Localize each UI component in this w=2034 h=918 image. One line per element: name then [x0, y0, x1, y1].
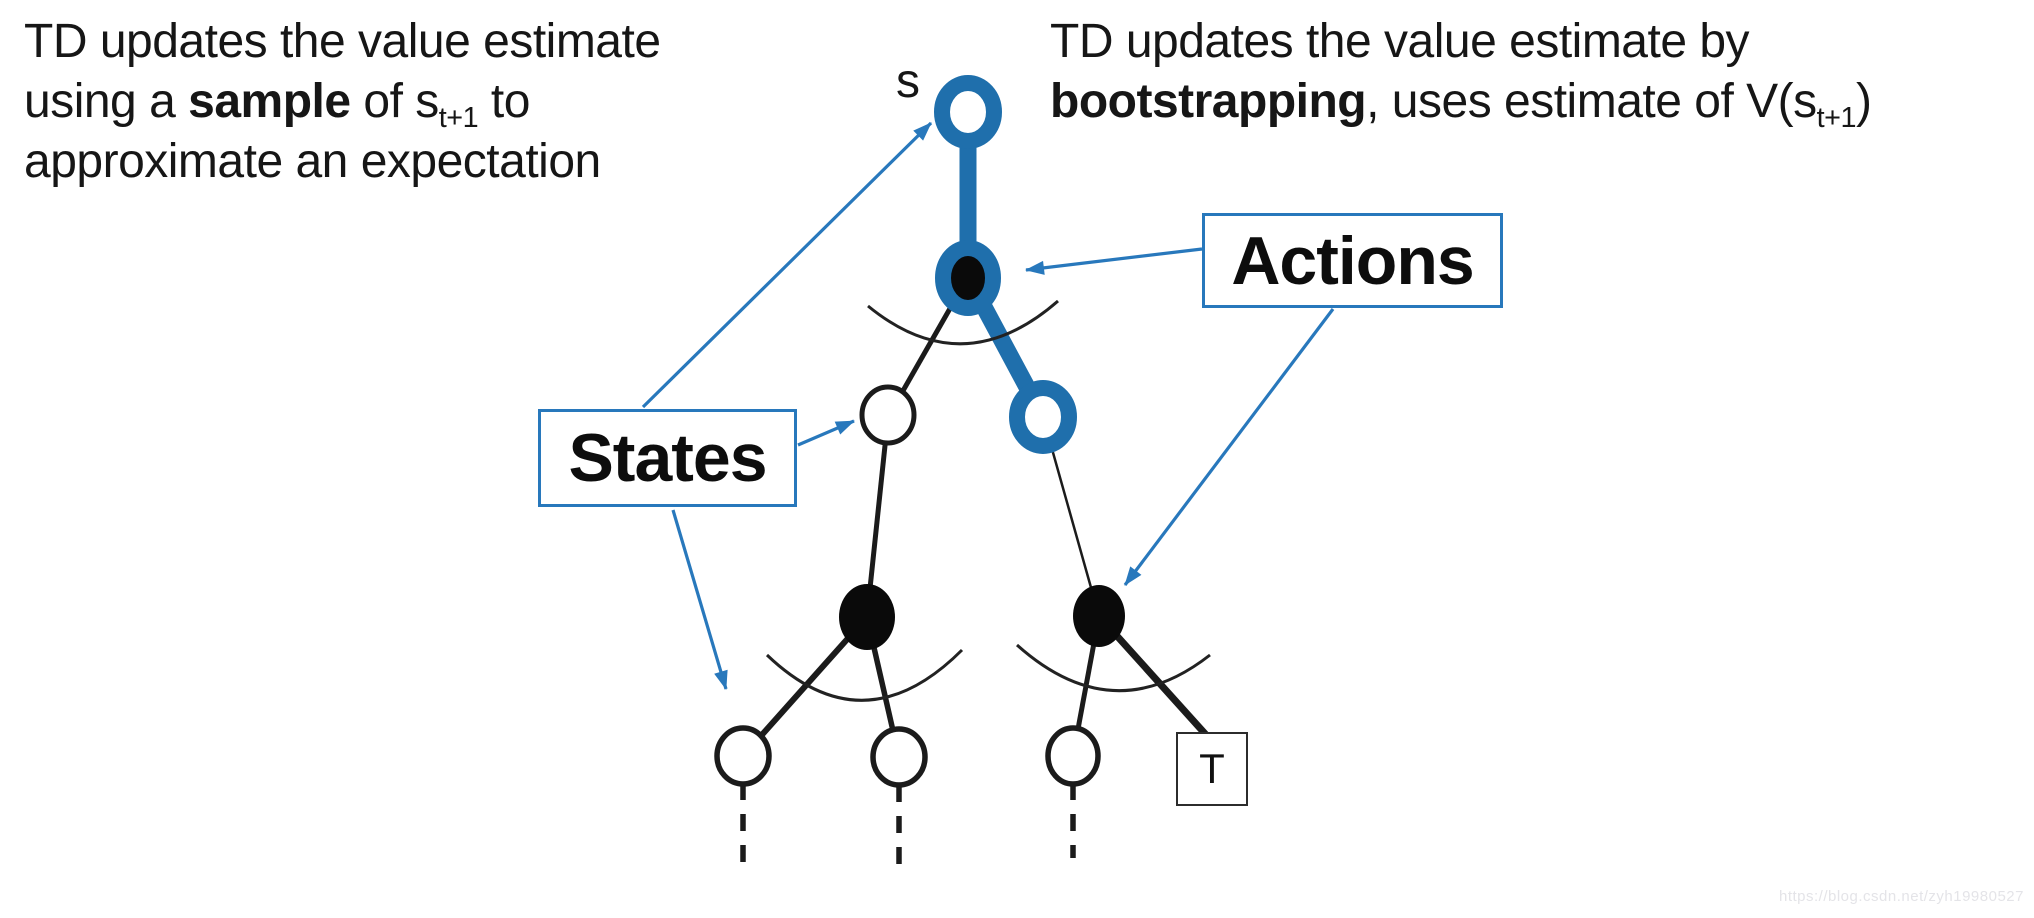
left-action-node — [839, 584, 895, 650]
root-state-node — [934, 75, 1002, 149]
td-sample-note-line3: approximate an expectation — [24, 135, 601, 188]
leaf-state-node-2 — [870, 726, 928, 788]
td-sample-note-line2-pre: using a — [24, 75, 189, 128]
sampled-next-state-node — [1009, 380, 1077, 454]
right-action-node — [1073, 585, 1125, 647]
states-callout-label: States — [568, 420, 767, 496]
td-bootstrap-note: TD updates the value estimate by bootstr… — [1050, 12, 1872, 135]
states-arrow-to-left-state — [797, 419, 855, 447]
td-bootstrap-note-line2-post: ) — [1855, 75, 1872, 128]
left-state-node — [859, 384, 917, 446]
td-sample-note: TD updates the value estimate using a sa… — [24, 12, 661, 192]
td-bootstrap-note-subscript: t+1 — [1816, 102, 1857, 135]
td-bootstrap-note-line1: TD updates the value estimate by — [1050, 15, 1750, 68]
root-state-label: s — [896, 55, 920, 108]
edge-left-state-to-left-action — [864, 416, 891, 618]
actions-arrow-to-top-action — [1025, 247, 1203, 275]
top-action-node — [935, 240, 1001, 316]
states-callout-box: States — [538, 409, 797, 507]
expectation-arc-left — [765, 648, 964, 702]
td-bootstrap-note-line2-mid: , uses estimate of V(s — [1366, 75, 1817, 128]
states-arrow-to-leaf1 — [671, 509, 728, 690]
td-sample-note-subscript: t+1 — [438, 102, 479, 135]
td-sample-note-line2-post: to — [478, 75, 531, 128]
td-sample-note-line2-mid: of s — [350, 75, 439, 128]
expectation-arc-top — [867, 299, 1059, 346]
states-arrow-to-root — [641, 121, 933, 409]
actions-arrow-to-right-action — [1123, 308, 1335, 586]
expectation-arc-right — [1015, 643, 1211, 692]
watermark-url: https://blog.csdn.net/zyh19980527 — [1778, 888, 2024, 905]
leaf-state-node-3 — [1045, 725, 1101, 787]
td-sample-note-bold: sample — [188, 75, 351, 128]
terminal-state-label: T — [1199, 745, 1225, 792]
td-sample-note-line1: TD updates the value estimate — [24, 15, 661, 68]
leaf-state-node-1 — [714, 725, 772, 787]
td-bootstrap-note-bold: bootstrapping — [1050, 75, 1367, 128]
terminal-state-box: T — [1176, 732, 1248, 806]
edge-left-action-to-leaf1 — [740, 615, 870, 758]
actions-callout-box: Actions — [1202, 213, 1503, 308]
actions-callout-label: Actions — [1231, 222, 1474, 299]
